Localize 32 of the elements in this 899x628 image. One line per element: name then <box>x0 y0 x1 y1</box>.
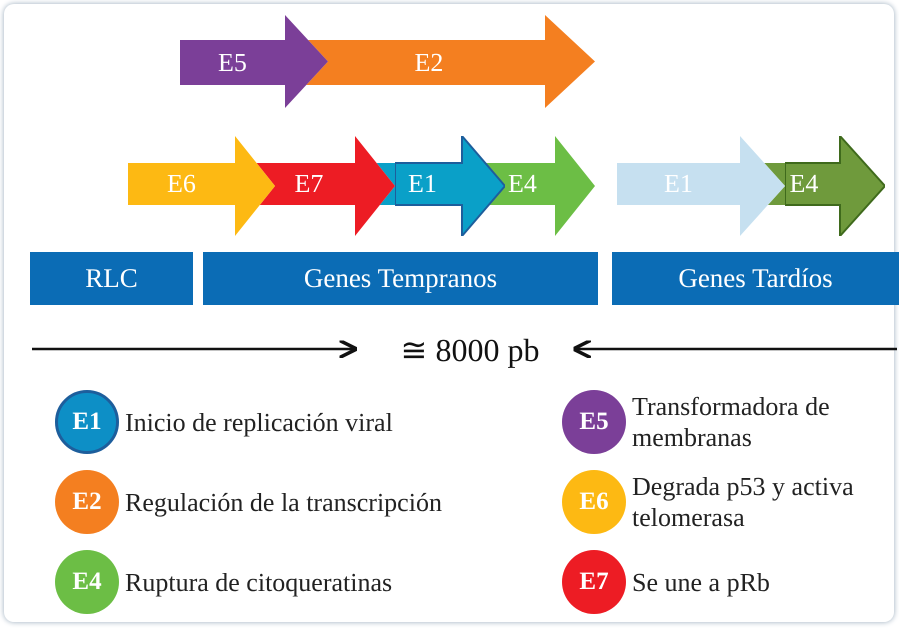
gene-region-bar: Genes Tardíos <box>612 252 899 305</box>
gene-label: E6 <box>167 169 196 199</box>
gene-region-bar: Genes Tempranos <box>203 252 598 305</box>
gene-circle: E4 <box>55 550 119 614</box>
gene-circle: E7 <box>562 550 626 614</box>
gene-block <box>180 15 328 108</box>
gene-circle: E6 <box>562 470 626 534</box>
gene-circle: E5 <box>562 390 626 454</box>
gene-description: Transformadora de membranas <box>632 391 831 453</box>
gene-block <box>328 15 595 108</box>
gene-label: E1 <box>664 169 693 199</box>
gene-label: E1 <box>408 169 437 199</box>
gene-block <box>275 136 395 236</box>
length-label: ≅ 8000 pb <box>400 331 540 370</box>
gene-region-bar: RLC <box>30 252 193 305</box>
gene-description: Se une a pRb <box>632 566 771 598</box>
gene-block <box>395 136 505 236</box>
gene-block <box>785 136 885 236</box>
gene-circle: E2 <box>55 470 119 534</box>
gene-block <box>617 136 785 236</box>
gene-circle: E1 <box>55 390 119 454</box>
gene-description: Regulación de la transcripción <box>125 486 443 519</box>
gene-label: E4 <box>508 169 537 199</box>
gene-label: E4 <box>790 169 818 199</box>
gene-label: E5 <box>218 48 247 78</box>
gene-block <box>128 136 275 236</box>
gene-block <box>505 136 595 236</box>
gene-label: E7 <box>294 169 324 199</box>
gene-description: Degrada p53 y activa telomerasa <box>632 471 855 533</box>
gene-description: Inicio de replicación viral <box>125 406 394 438</box>
gene-description: Ruptura de citoqueratinas <box>125 566 394 598</box>
gene-label: E2 <box>414 48 444 78</box>
